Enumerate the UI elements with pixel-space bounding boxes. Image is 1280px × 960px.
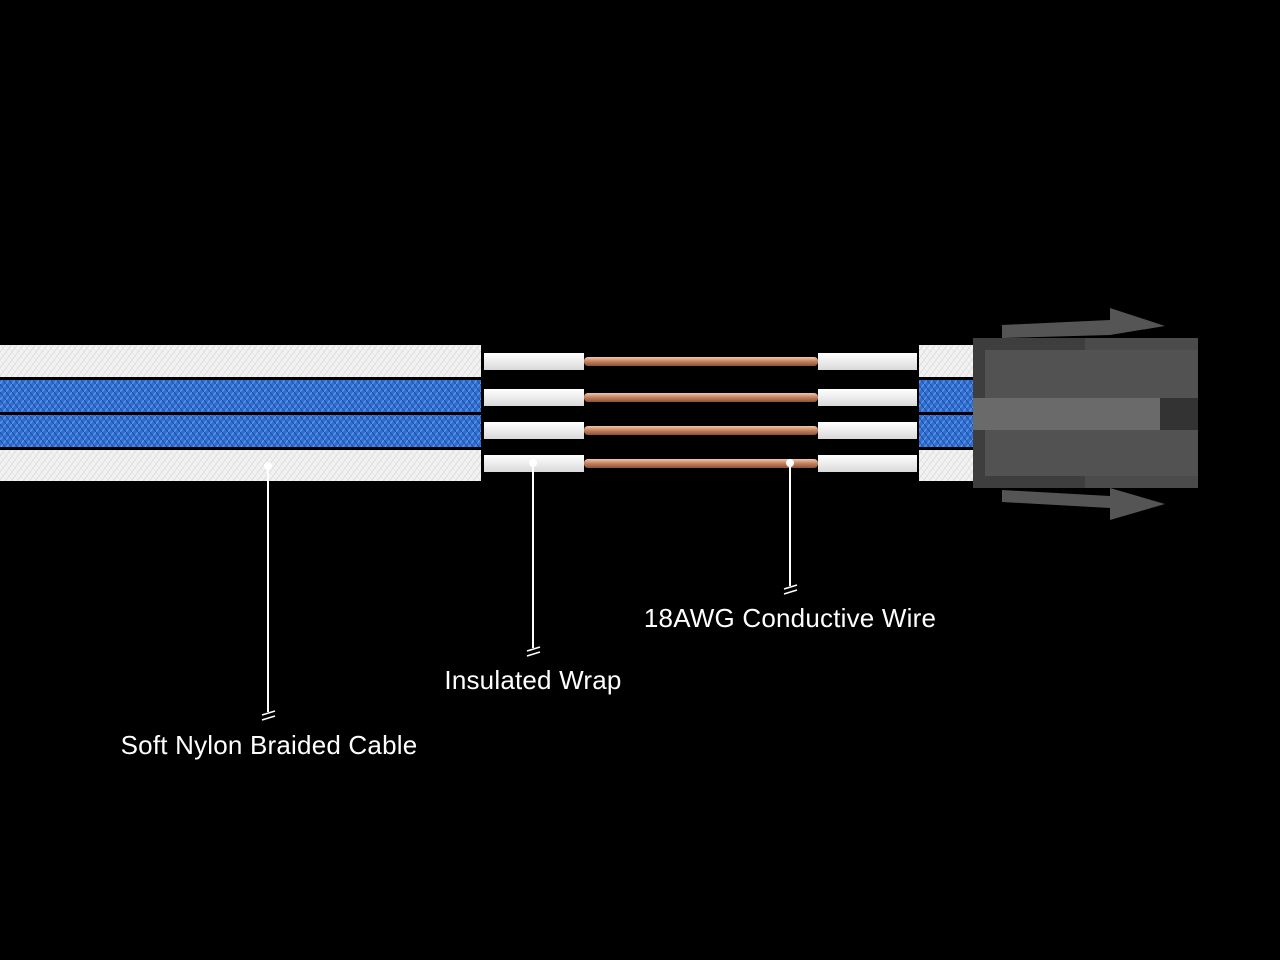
insulation-left-1	[484, 353, 584, 370]
short-sleeve-blue-2	[919, 415, 974, 447]
callout-tick-insulated-1	[526, 646, 541, 652]
callout-tick-wire-1	[783, 584, 798, 590]
insulation-left-2	[484, 389, 584, 406]
braided-sleeve-blue-2	[0, 415, 481, 447]
callout-wire	[783, 459, 798, 595]
braided-sleeve-blue-1	[0, 380, 481, 412]
copper-wire-4	[584, 459, 818, 468]
callout-braided	[261, 462, 276, 721]
insulation-right-4	[818, 455, 917, 472]
label-braided-cable: Soft Nylon Braided Cable	[120, 730, 418, 760]
braided-sleeve-white-bottom	[0, 450, 481, 481]
callout-tick-braided-1	[261, 710, 276, 716]
braided-sleeve-white-top	[0, 345, 481, 377]
callout-insulated	[526, 459, 541, 657]
callout-tick-wire-2	[783, 589, 798, 595]
short-sleeve-blue-1	[919, 380, 974, 412]
insulation-right-2	[818, 389, 917, 406]
connector-housing	[973, 308, 1198, 520]
label-insulated-wrap: Insulated Wrap	[444, 665, 622, 695]
braided-cable-short	[919, 345, 974, 481]
braided-cable-bundle	[0, 345, 481, 481]
callout-tick-braided-2	[261, 715, 276, 721]
short-sleeve-white-top	[919, 345, 974, 377]
insulation-right-1	[818, 353, 917, 370]
short-sleeve-white-bottom	[919, 450, 974, 481]
label-conductive-wire: 18AWG Conductive Wire	[643, 603, 937, 633]
exposed-wires	[484, 353, 917, 472]
connector-latch-top	[1002, 308, 1165, 338]
connector-latch-bottom	[1002, 488, 1165, 520]
callout-tick-insulated-2	[526, 651, 541, 657]
copper-wire-1	[584, 357, 818, 366]
insulation-left-3	[484, 422, 584, 439]
copper-wire-3	[584, 426, 818, 435]
connector-slot-tip	[1160, 398, 1198, 430]
insulation-right-3	[818, 422, 917, 439]
copper-wire-2	[584, 393, 818, 402]
